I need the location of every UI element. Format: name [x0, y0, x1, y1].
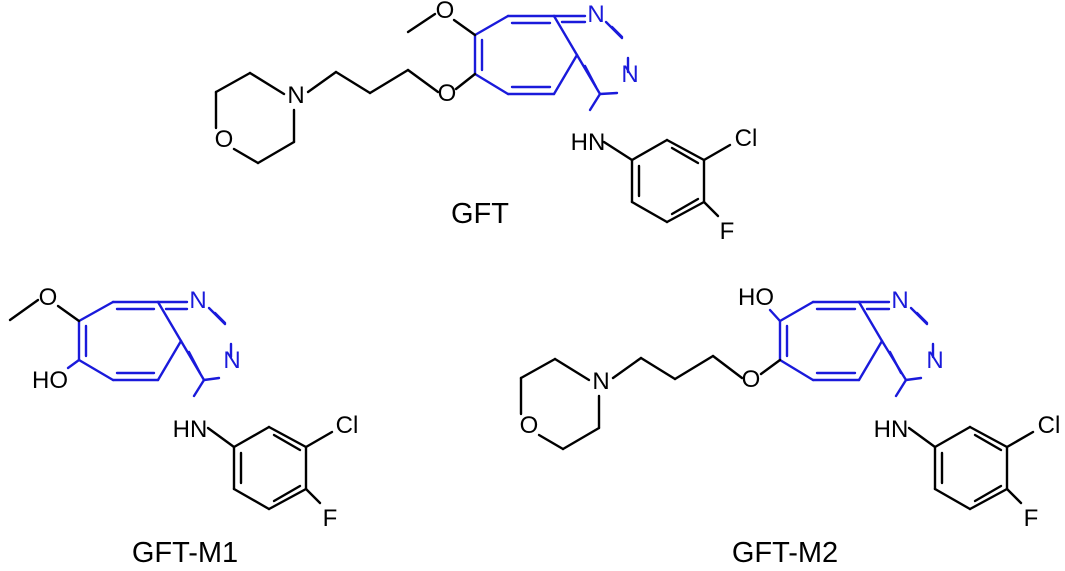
- atom-n3: N: [926, 347, 943, 374]
- atom-nh: HN: [571, 129, 606, 156]
- molecule-name-gft-m2: GFT-M2: [732, 537, 838, 569]
- atom-nh: HN: [874, 416, 909, 443]
- atom-cl: Cl: [1038, 412, 1061, 439]
- molecule-name-gft-m1: GFT-M1: [132, 537, 238, 569]
- atom-f: F: [323, 505, 338, 532]
- atom-o-methoxy: O: [436, 0, 455, 24]
- substituent-bonds: [214, 12, 732, 224]
- atom-o-morpholine: O: [520, 412, 539, 439]
- atom-nh: HN: [173, 416, 208, 443]
- atom-n3: N: [621, 61, 638, 88]
- molecule-gft-m2: N N HO O N: [520, 284, 1061, 569]
- atom-o-methoxy: O: [39, 284, 58, 311]
- atom-o-ether: O: [742, 366, 761, 393]
- substituent-bonds: [519, 354, 1035, 511]
- quinazoline-scaffold: [768, 300, 935, 398]
- atom-n-morpholine: N: [287, 82, 304, 109]
- atom-n1: N: [587, 1, 604, 28]
- molecule-gft: N N: [215, 0, 758, 245]
- atom-n1: N: [891, 287, 908, 314]
- atom-f: F: [720, 218, 735, 245]
- atom-f: F: [1024, 505, 1039, 532]
- atom-n1: N: [189, 287, 206, 314]
- atom-n-morpholine: N: [592, 368, 609, 395]
- atom-ho: HO: [32, 367, 68, 394]
- atom-cl: Cl: [336, 412, 359, 439]
- quinazoline-scaffold: [473, 14, 630, 112]
- atom-n3: N: [223, 347, 240, 374]
- molecule-gft-m1: N N O HO HN Cl F GFT-M1: [8, 284, 359, 569]
- quinazoline-scaffold: [66, 300, 233, 398]
- atom-cl: Cl: [735, 125, 758, 152]
- atom-o-morpholine: O: [215, 126, 234, 153]
- atom-o-ether: O: [438, 80, 457, 107]
- molecule-name-gft: GFT: [451, 198, 509, 230]
- substituent-bonds: [8, 298, 334, 511]
- atom-ho: HO: [738, 284, 774, 311]
